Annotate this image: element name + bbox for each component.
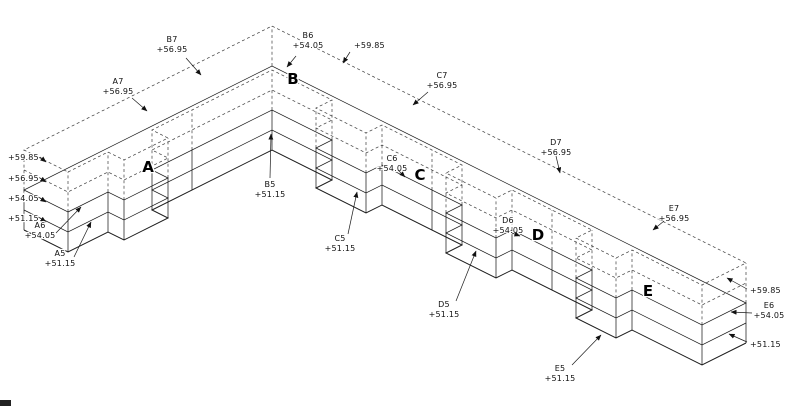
ground-line [23,149,747,366]
leader-line [397,169,406,178]
elevation-annotation: E7+56.95 [652,203,690,231]
annotation-elevation: +56.95 [659,214,690,223]
level-line-5695-dashed [23,89,747,306]
elevation-annotation: B6+54.05 [286,30,324,68]
annotation-layer: B7+56.95B6+54.05+59.85A7+56.95C7+56.95+5… [7,30,785,384]
elevation-annotation: +54.05 [7,193,47,204]
level-line-5115 [23,129,747,346]
elevation-annotation: B7+56.95 [155,34,202,76]
annotation-elevation: +51.15 [750,340,781,349]
annotation-elevation: +51.15 [325,244,356,253]
elevation-annotation: A7+56.95 [101,76,148,112]
annotation-elevation: +59.85 [354,41,385,50]
leader-line [342,51,351,64]
elevation-annotation: +59.85 [342,40,386,64]
annotation-code: E7 [669,204,680,213]
leader-line [347,191,359,235]
roof-outline-5985-dashed [23,25,747,286]
leader-line [55,206,82,234]
elevation-annotation: A6+54.05 [23,206,82,241]
annotation-elevation: +56.95 [427,81,458,90]
annotation-code: A5 [55,249,66,258]
leader-line [73,221,92,258]
dashed-hidden-linework [23,25,747,325]
section-label-E: E [643,282,653,300]
annotation-elevation: +51.15 [8,214,39,223]
elevation-annotation: B5+51.15 [253,133,286,200]
annotation-elevation: +59.85 [750,286,781,295]
leader-line [286,55,297,68]
section-label-D: D [532,226,544,244]
elevation-annotation: E6+54.05 [730,300,785,321]
leader-line [131,97,148,112]
annotation-elevation: +59.85 [8,153,39,162]
elevation-annotation: E5+51.15 [543,334,602,384]
elevation-annotation: D6+54.05 [491,215,524,237]
annotation-code: E6 [764,301,775,310]
solid-linework [23,65,747,366]
annotation-code: D6 [502,216,514,225]
elevation-annotation: C5+51.15 [323,191,359,254]
annotation-elevation: +54.05 [493,226,524,235]
elevation-annotation: +56.95 [7,173,47,184]
annotation-code: A7 [113,77,124,86]
annotation-elevation: +56.95 [103,87,134,96]
section-label-B: B [287,70,298,88]
leader-line [455,250,477,302]
annotation-elevation: +54.05 [377,164,408,173]
leader-line [728,333,748,343]
annotation-code: C5 [334,234,345,243]
elevation-annotation: +51.15 [7,213,47,224]
annotation-elevation: +54.05 [754,311,785,320]
leader-line [39,176,47,183]
annotation-code: B7 [167,35,178,44]
leader-line [652,220,665,231]
leader-line [511,231,521,237]
annotation-code: C7 [436,71,447,80]
annotation-elevation: +54.05 [25,231,56,240]
annotation-code: D5 [438,300,450,309]
annotation-code: E5 [555,364,566,373]
elevation-annotation: D5+51.15 [427,250,477,320]
leader-line [730,309,753,315]
roof-outline-5405 [23,65,747,326]
annotation-code: C6 [386,154,397,163]
leader-line [726,277,748,290]
leader-line [571,334,602,366]
annotation-elevation: +54.05 [8,194,39,203]
elevation-annotation: C7+56.95 [412,70,458,106]
elevation-annotation: +51.15 [728,333,782,350]
annotation-elevation: +54.05 [293,41,324,50]
annotation-elevation: +51.15 [255,190,286,199]
elevation-annotation: +59.85 [726,277,782,296]
corner-artifact [0,400,11,406]
elevation-annotation: C6+54.05 [375,153,408,178]
leader-line [39,196,47,203]
leader-line [555,155,562,174]
leader-line [268,133,274,179]
elevation-annotation: D7+56.95 [539,137,572,174]
annotation-elevation: +51.15 [545,374,576,383]
section-label-C: C [414,166,425,184]
annotation-code: B6 [303,31,314,40]
elevation-annotation: +59.85 [7,152,47,163]
leader-line [412,91,429,106]
elevation-annotation: A5+51.15 [43,221,92,269]
annotation-elevation: +56.95 [8,174,39,183]
leader-line [39,156,47,163]
annotation-elevation: +56.95 [157,45,188,54]
annotation-code: B5 [265,180,276,189]
leader-line [39,216,47,223]
leader-line [185,57,202,76]
section-label-A: A [142,158,154,176]
annotation-code: A6 [35,221,46,230]
annotation-elevation: +51.15 [429,310,460,319]
annotation-elevation: +56.95 [541,148,572,157]
annotation-elevation: +51.15 [45,259,76,268]
annotation-code: D7 [550,138,562,147]
